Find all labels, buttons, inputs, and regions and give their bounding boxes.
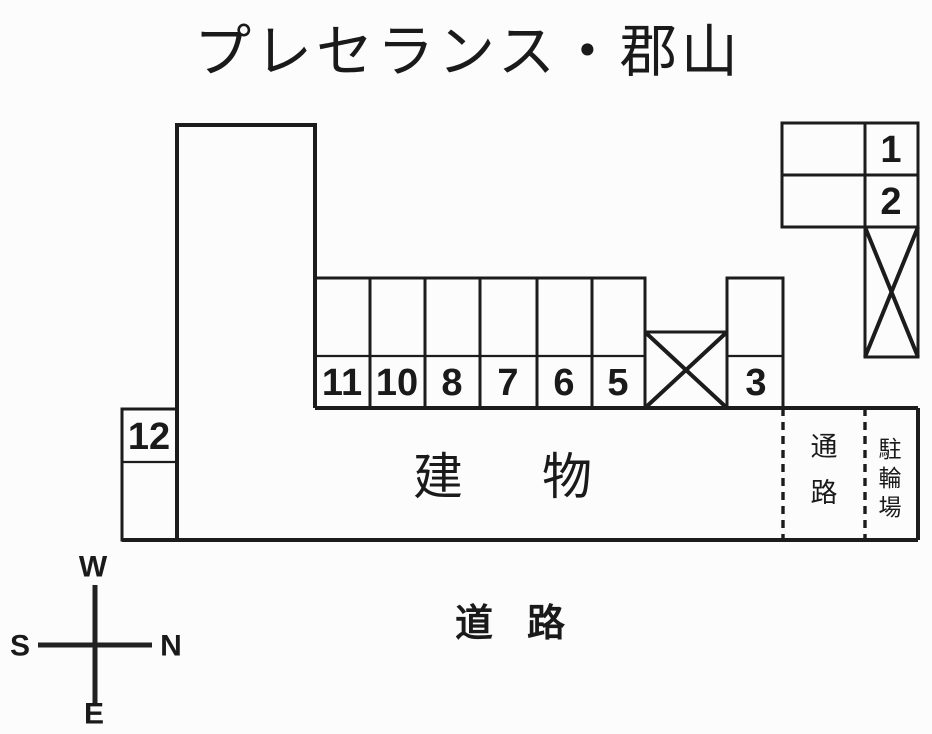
space-8-number: 8 <box>441 362 462 404</box>
building-tower <box>175 123 317 540</box>
space-12-outline <box>120 407 179 542</box>
passage-label-char-2: 路 <box>811 478 838 508</box>
x-mark-icon <box>863 226 920 358</box>
space-1-number: 1 <box>880 129 901 171</box>
space-7-number: 7 <box>497 362 518 404</box>
bicycle-label-char-3: 場 <box>879 494 902 520</box>
space-2-number: 2 <box>880 181 901 223</box>
compass-rose: W S N E <box>10 551 182 731</box>
bicycle-label-char-2: 輪 <box>879 465 902 491</box>
parking-grid-top-right: 1 2 <box>780 121 920 229</box>
parking-space-3: 3 <box>725 276 785 408</box>
space-6-number: 6 <box>553 362 574 404</box>
space-3-number: 3 <box>745 362 766 404</box>
building-label-char-2: 物 <box>542 449 592 505</box>
bicycle-label-char-1: 駐 <box>879 436 902 462</box>
crossed-space-right <box>863 225 920 359</box>
space-12-number: 12 <box>128 416 170 458</box>
page-title: プレセランス・郡山 <box>194 20 742 84</box>
compass-bottom-label: E <box>84 698 104 731</box>
parking-row-middle: 11 10 8 7 6 5 <box>313 276 647 408</box>
space-10-number: 10 <box>376 362 418 404</box>
passage-label-char-1: 通 <box>811 432 838 462</box>
crossed-space-middle <box>643 330 729 410</box>
space-5-number: 5 <box>607 362 628 404</box>
compass-right-label: N <box>160 630 182 663</box>
x-mark-icon <box>643 330 729 410</box>
road-label-char-1: 道 <box>455 603 493 645</box>
space-11-number: 11 <box>322 362 362 404</box>
building-label: 建 物 <box>413 449 592 505</box>
road-label-char-2: 路 <box>527 603 566 645</box>
parking-space-12: 12 <box>120 407 179 542</box>
bicycle-parking-area: 駐 輪 場 <box>879 436 902 520</box>
building-outline <box>122 123 920 542</box>
space-3-outline <box>725 276 785 408</box>
crossed-space-right-outline <box>863 225 920 359</box>
road-label: 道 路 <box>455 603 566 645</box>
compass-cross-icon <box>38 585 152 705</box>
compass-left-label: S <box>10 630 30 663</box>
passage-area: 通 路 <box>781 408 867 540</box>
compass-top-label: W <box>79 551 108 584</box>
building-label-char-1: 建 <box>413 449 463 505</box>
